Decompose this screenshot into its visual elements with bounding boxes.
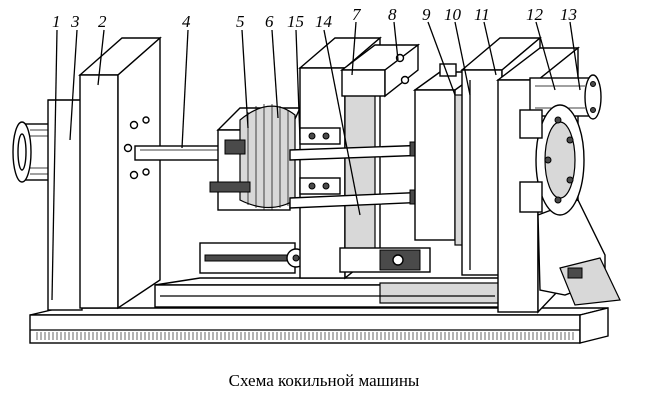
callout-labels: 1 3 2 4 5 6 15 14 7 8 9 10 11 12 13 (52, 5, 577, 31)
leader-lines (51, 21, 581, 301)
callout-13: 13 (560, 5, 577, 24)
callout-5: 5 (236, 12, 245, 31)
base-frame (29, 277, 609, 344)
piston-rod (134, 145, 231, 161)
callout-11: 11 (474, 5, 490, 24)
callout-10: 10 (444, 5, 462, 24)
ejector-plate (339, 43, 421, 98)
callout-1: 1 (52, 12, 61, 31)
callout-14: 14 (315, 12, 333, 31)
callout-2: 2 (98, 12, 107, 31)
callout-6: 6 (265, 12, 274, 31)
ejector-disc (519, 104, 585, 216)
guide-rail-left (199, 242, 306, 274)
callout-4: 4 (182, 12, 191, 31)
stand-left (47, 99, 83, 311)
diagram-caption: Схема кокильной машины (228, 371, 420, 390)
callout-7: 7 (352, 5, 362, 24)
fixed-plate (78, 36, 162, 310)
callout-12: 12 (526, 5, 544, 24)
mould-half-left (209, 104, 302, 211)
callout-3: 3 (70, 12, 80, 31)
callout-15: 15 (287, 12, 304, 31)
callout-9: 9 (422, 5, 431, 24)
callout-8: 8 (388, 5, 397, 24)
lower-carriage (339, 247, 431, 273)
